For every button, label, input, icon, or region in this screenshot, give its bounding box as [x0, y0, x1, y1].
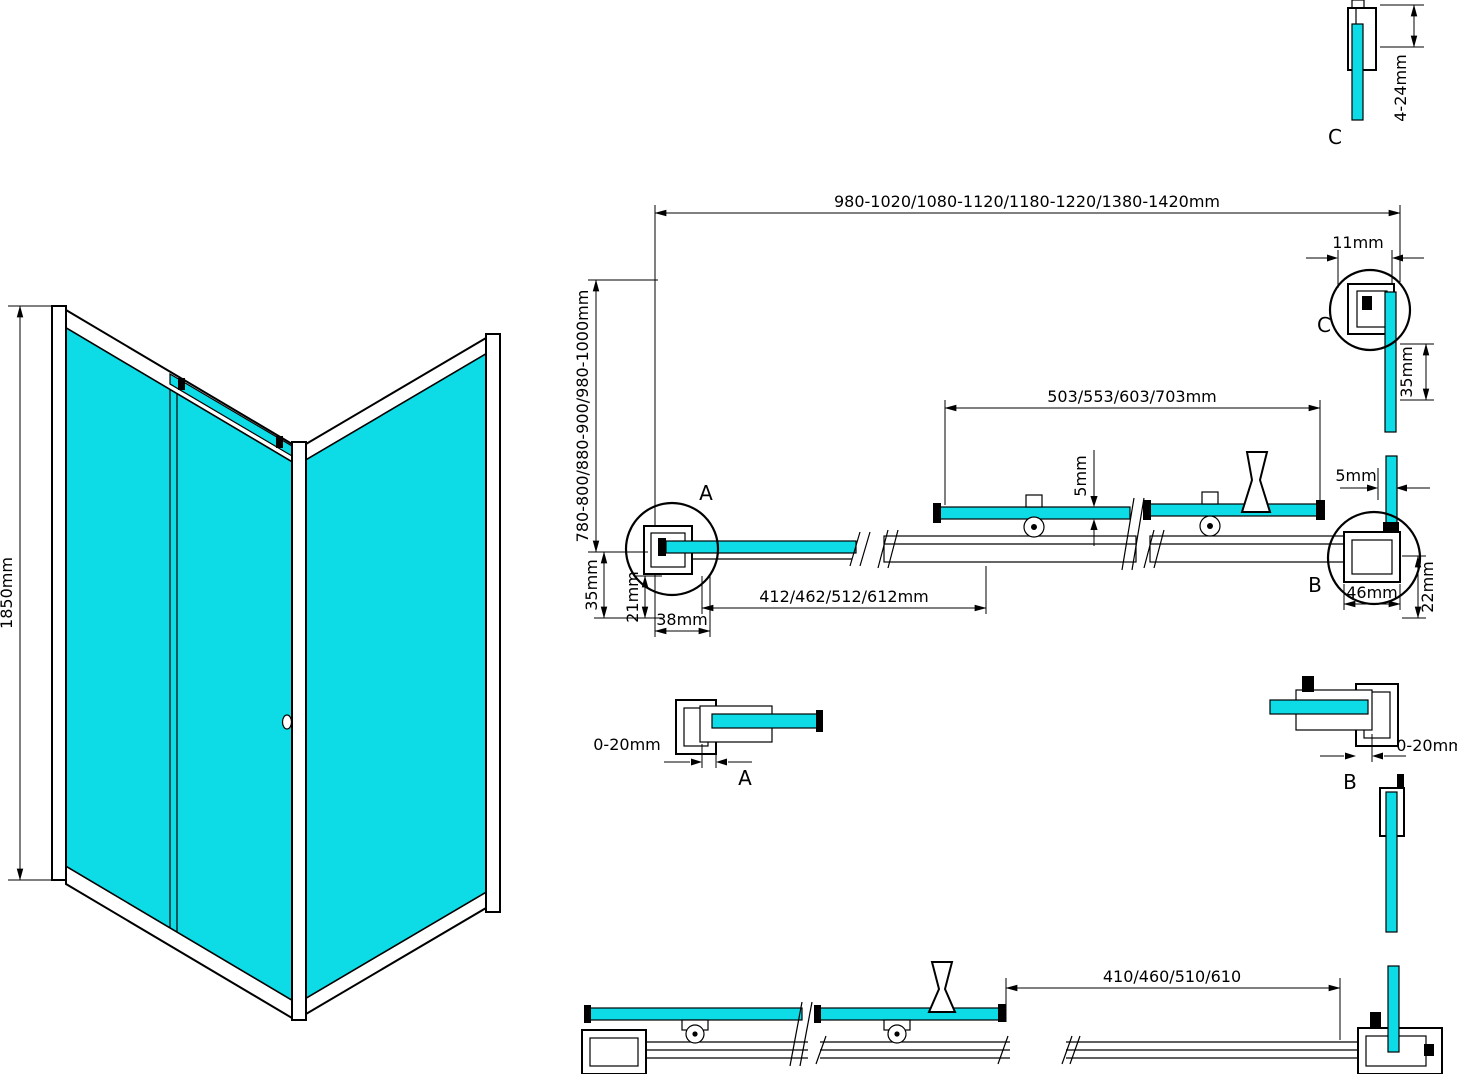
bottom-glass-width-dimension: 410/460/510/610 [1005, 967, 1341, 1040]
edge-glass-strip [1385, 791, 1398, 933]
mid-gap-dimension: 5mm [1071, 450, 1112, 546]
handle-knob-bottom [927, 961, 957, 1013]
bottom-glass-1 [589, 1007, 803, 1021]
right-profile-depth-dimension: 22mm [1402, 555, 1437, 619]
side-inset-dimension: 35mm [1397, 343, 1434, 401]
b-adjust-dimension: 0-20mm [1320, 734, 1457, 762]
detail-c-zoom-label: C [1328, 125, 1342, 149]
bottom-left-assembly [581, 1001, 813, 1074]
wall-profile-inner-label: 21mm [623, 571, 642, 623]
top-profile-width-label: 11mm [1332, 233, 1384, 252]
wall-profile-dimensions: 35mm 21mm 38mm [582, 551, 711, 637]
door-stop [1316, 500, 1325, 520]
detail-b-zoom-label: B [1343, 770, 1357, 794]
door-handle [281, 714, 293, 730]
side-gap-label: 5mm [1335, 466, 1376, 485]
wall-profile-width-label: 38mm [656, 610, 708, 629]
right-wall-profile-group: B [1308, 455, 1422, 606]
right-rail-group [1143, 451, 1345, 569]
side-panel [291, 333, 501, 1021]
roller-bolt-1 [1025, 494, 1043, 508]
bottom-glass-2 [819, 1007, 1003, 1021]
a-adjust-dimension: 0-20mm [593, 735, 752, 768]
door-glass-plan-2 [1149, 503, 1321, 517]
overall-width-label: 980-1020/1080-1120/1180-1220/1380-1420mm [834, 192, 1220, 211]
handle-knob-plan [1240, 451, 1272, 513]
bottom-section-view: 410/460/510/610 [581, 961, 1443, 1074]
detail-c-label: C [1317, 313, 1331, 337]
iso-view: 1850mm [0, 305, 501, 1021]
side-glass-plan-top [1384, 291, 1397, 433]
top-profile-width-dimension: 11mm [1306, 233, 1424, 288]
detail-b-zoom: 0-20mm B [1269, 676, 1457, 794]
side-inset-label: 35mm [1397, 346, 1416, 398]
detail-c-bubble [1328, 268, 1412, 352]
side-wall-stile [485, 333, 501, 913]
left-wall-profile-group: A [624, 481, 871, 597]
right-profile-width-label: 46mm [1346, 583, 1398, 602]
detail-a-zoom-label: A [738, 766, 752, 790]
bottom-right-assembly [1061, 965, 1443, 1074]
overall-width-dimension: 980-1020/1080-1120/1180-1220/1380-1420mm [654, 192, 1401, 637]
c-glass-strip [1351, 23, 1364, 121]
side-glass [305, 352, 487, 1000]
right-profile-depth-label: 22mm [1418, 561, 1437, 613]
detail-c-zoom: 4-24mm C [1328, 0, 1424, 149]
fixed-glass-dimension: 412/462/512/612mm [701, 566, 987, 614]
roller-bracket-right [276, 436, 283, 448]
detail-a-label: A [699, 481, 713, 505]
plan-detail-c: C [1317, 268, 1412, 433]
depth-dimension: 780-800/880-900/980-1000mm [573, 279, 658, 553]
left-wall-stile [51, 305, 67, 881]
roller-bracket-left [178, 378, 185, 390]
door-glass-dimension: 503/553/603/703mm [944, 387, 1321, 505]
side-gap-dimension: 5mm [1335, 466, 1430, 500]
detail-b-label: B [1308, 573, 1322, 597]
fixed-glass-plan [665, 540, 857, 554]
mid-rail [883, 535, 1137, 563]
height-dimension: 1850mm [0, 305, 52, 881]
detail-a-bubble [624, 501, 720, 597]
floor-profile-left [581, 1029, 647, 1074]
corner-stile [291, 441, 307, 1021]
fixed-glass-label: 412/462/512/612mm [759, 587, 929, 606]
door-glass-label: 503/553/603/703mm [1047, 387, 1217, 406]
b-glass-strip [1269, 699, 1369, 715]
detail-a-zoom: 0-20mm A [593, 699, 823, 790]
a-glass-strip [711, 713, 821, 729]
b-adjust-label: 0-20mm [1396, 736, 1457, 755]
bottom-middle-assembly [814, 961, 1010, 1065]
right-profile-width-dimension: 46mm [1343, 583, 1401, 610]
bottom-side-glass-strip [1387, 965, 1400, 1053]
right-rail [1149, 535, 1345, 563]
mid-gap-label: 5mm [1071, 455, 1090, 496]
depth-dim-label: 780-800/880-900/980-1000mm [573, 290, 592, 543]
plan-view: 980-1020/1080-1120/1180-1220/1380-1420mm… [573, 192, 1437, 637]
height-dim-label: 1850mm [0, 557, 16, 629]
roller-bolt-2 [1201, 491, 1219, 505]
side-glass-edge-strip [1379, 774, 1405, 933]
wall-profile-depth-label: 35mm [582, 559, 601, 611]
a-adjust-label: 0-20mm [593, 735, 660, 754]
bottom-glass-width-label: 410/460/510/610 [1103, 967, 1241, 986]
c-adjust-dim-label: 4-24mm [1391, 54, 1410, 121]
